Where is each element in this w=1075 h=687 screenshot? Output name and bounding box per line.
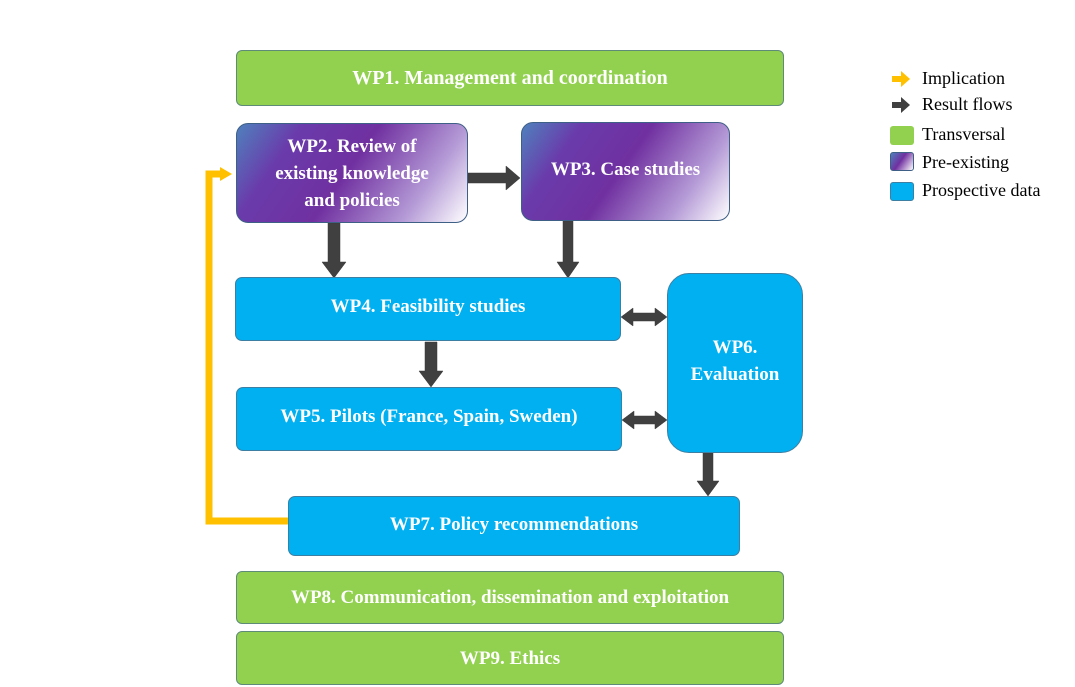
arrow-wp3-to-wp4: [556, 220, 580, 279]
wp2-review-box: WP2. Review of existing knowledge and po…: [236, 123, 468, 223]
implication-arrow-wp7-to-wp2: [205, 167, 288, 525]
wp6-evaluation-box: WP6. Evaluation: [667, 273, 803, 453]
legend-implication: Implication: [890, 68, 1005, 89]
wp4-label: WP4. Feasibility studies: [330, 295, 526, 317]
wp8-communication-box: WP8. Communication, dissemination and ex…: [236, 571, 784, 624]
wp2-label: WP2. Review of existing knowledge and po…: [275, 135, 429, 211]
legend-transversal: Transversal: [890, 124, 1005, 145]
legend-prospective: Prospective data: [890, 180, 1040, 201]
transversal-swatch: [890, 125, 914, 145]
pre-existing-swatch: [890, 152, 914, 171]
arrow-wp4-wp6-double: [620, 307, 668, 327]
wp3-case-studies-box: WP3. Case studies: [521, 122, 730, 221]
legend-result-flows-label: Result flows: [922, 94, 1013, 114]
wp1-management-box: WP1. Management and coordination: [236, 50, 784, 106]
wp4-feasibility-box: WP4. Feasibility studies: [235, 277, 621, 341]
legend-implication-label: Implication: [922, 68, 1005, 88]
wp5-label: WP5. Pilots (France, Spain, Sweden): [280, 405, 578, 427]
arrow-wp4-to-wp5: [418, 341, 444, 388]
wp7-label: WP7. Policy recommendations: [389, 513, 639, 535]
arrow-wp2-to-wp3: [467, 165, 521, 191]
prospective-swatch: [890, 181, 914, 201]
wp6-label: WP6. Evaluation: [690, 337, 780, 385]
implication-arrow-icon: [890, 70, 914, 88]
wp9-ethics-box: WP9. Ethics: [236, 631, 784, 685]
arrow-wp5-wp6-double: [621, 410, 668, 430]
legend-pre-existing-label: Pre-existing: [922, 152, 1009, 172]
wp8-label: WP8. Communication, dissemination and ex…: [290, 587, 730, 608]
result-flow-arrow-icon: [890, 96, 914, 114]
legend-transversal-label: Transversal: [922, 124, 1006, 144]
wp5-pilots-box: WP5. Pilots (France, Spain, Sweden): [236, 387, 622, 451]
legend-result-flows: Result flows: [890, 94, 1013, 115]
legend-prospective-label: Prospective data: [922, 180, 1041, 200]
wp7-policy-box: WP7. Policy recommendations: [288, 496, 740, 556]
arrow-wp6-to-wp7: [696, 452, 720, 497]
wp3-label: WP3. Case studies: [550, 159, 701, 180]
arrow-wp2-to-wp4: [321, 222, 347, 279]
wp1-label: WP1. Management and coordination: [352, 66, 668, 89]
legend-pre-existing: Pre-existing: [890, 152, 1009, 172]
wp9-label: WP9. Ethics: [459, 647, 561, 669]
